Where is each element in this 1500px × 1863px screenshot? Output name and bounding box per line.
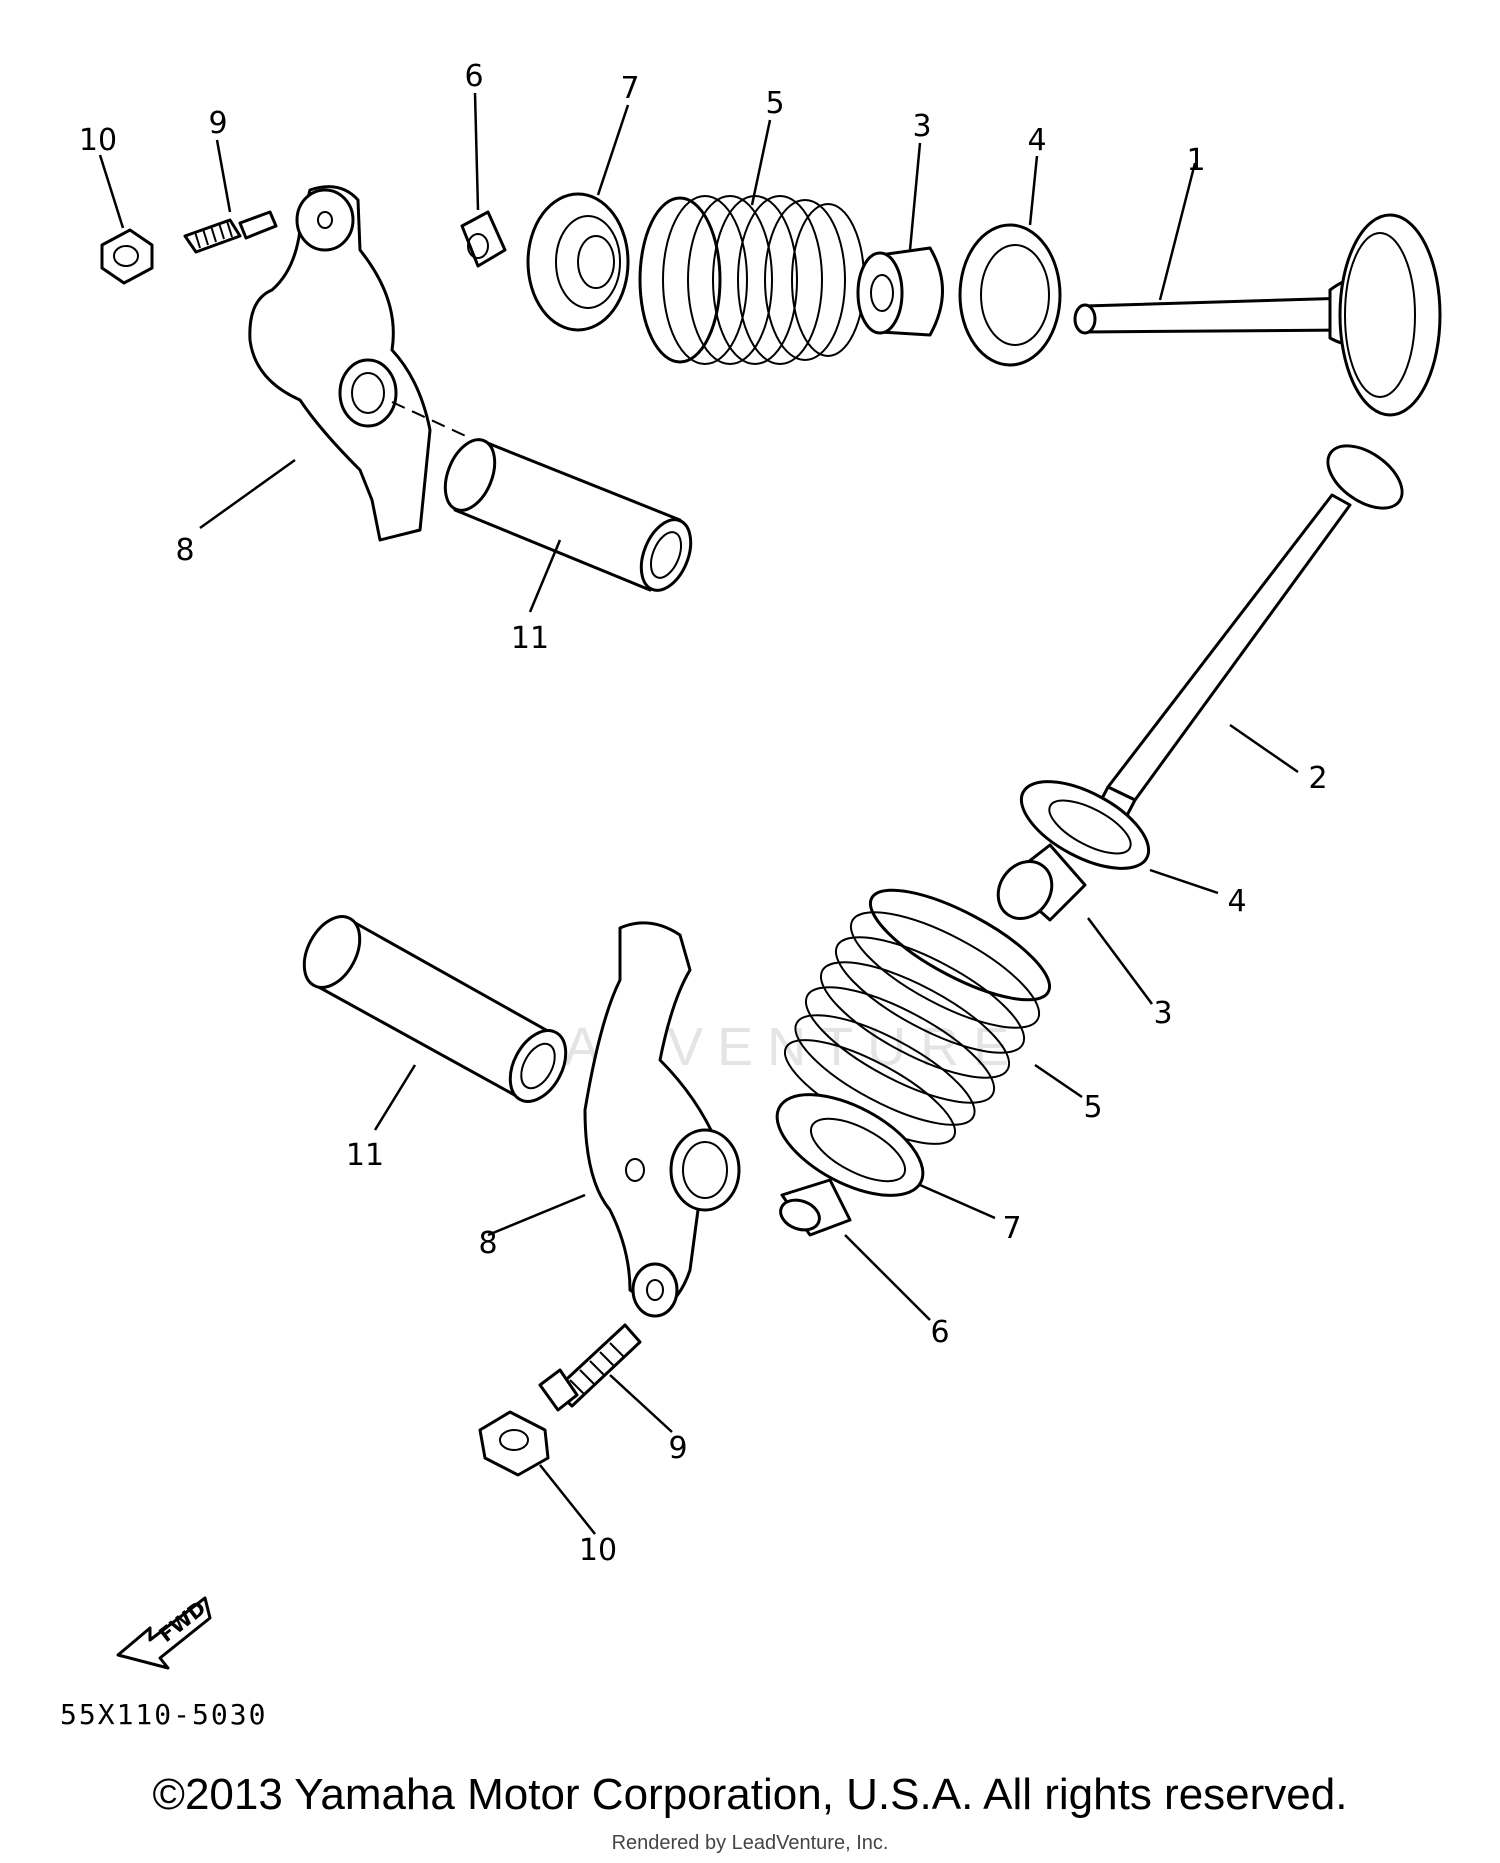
- label-4-upper: 4: [1027, 123, 1046, 158]
- valve-spring-lower: [783, 888, 1052, 1145]
- valve-1: [1073, 213, 1442, 417]
- label-9-upper: 9: [208, 106, 227, 141]
- adjuster-screw-lower: [538, 1323, 642, 1412]
- label-7-upper: 7: [620, 71, 639, 106]
- label-4-lower: 4: [1227, 884, 1246, 919]
- valve-2: [1093, 444, 1404, 827]
- leader-lines: [98, 92, 1299, 1535]
- label-1: 1: [1186, 143, 1205, 178]
- label-9-lower: 9: [668, 1431, 687, 1466]
- rocker-arm-lower: [583, 921, 741, 1318]
- label-3-upper: 3: [912, 109, 931, 144]
- label-5-lower: 5: [1083, 1090, 1102, 1125]
- rocker-arm-upper: [248, 185, 432, 542]
- spring-retainer-lower: [775, 1093, 925, 1197]
- rendered-by-credit: Rendered by LeadVenture, Inc.: [611, 1832, 889, 1854]
- label-10-lower: 10: [579, 1533, 617, 1568]
- label-6-upper: 6: [464, 59, 483, 94]
- label-3-lower: 3: [1153, 996, 1172, 1031]
- label-5-upper: 5: [765, 86, 784, 121]
- rocker-shaft-upper: [443, 438, 693, 592]
- spring-seat-upper: [958, 223, 1062, 367]
- valve-cotter-lower: [779, 1178, 852, 1237]
- nut-upper: [100, 228, 154, 285]
- adjuster-screw-upper: [183, 210, 278, 254]
- label-8-upper: 8: [175, 533, 194, 568]
- label-11-lower: 11: [346, 1138, 384, 1173]
- label-2: 2: [1308, 761, 1327, 796]
- label-7-lower: 7: [1002, 1211, 1021, 1246]
- drawing-code: 55X110-5030: [60, 1698, 267, 1731]
- label-11-upper: 11: [511, 621, 549, 656]
- valve-spring-upper: [638, 195, 865, 365]
- fwd-arrow-icon: FWD: [116, 1596, 212, 1670]
- valve-cotter-upper: [460, 210, 507, 268]
- label-8-lower: 8: [478, 1226, 497, 1261]
- spring-retainer-upper: [526, 192, 630, 332]
- nut-lower: [478, 1410, 550, 1477]
- stem-seal-lower: [996, 843, 1087, 922]
- copyright-notice: ©2013 Yamaha Motor Corporation, U.S.A. A…: [152, 1770, 1348, 1819]
- label-10-upper: 10: [79, 123, 117, 158]
- spring-seat-lower: [1019, 780, 1151, 870]
- rocker-shaft-lower: [302, 915, 568, 1103]
- label-6-lower: 6: [930, 1315, 949, 1350]
- stem-seal-upper: [856, 246, 944, 337]
